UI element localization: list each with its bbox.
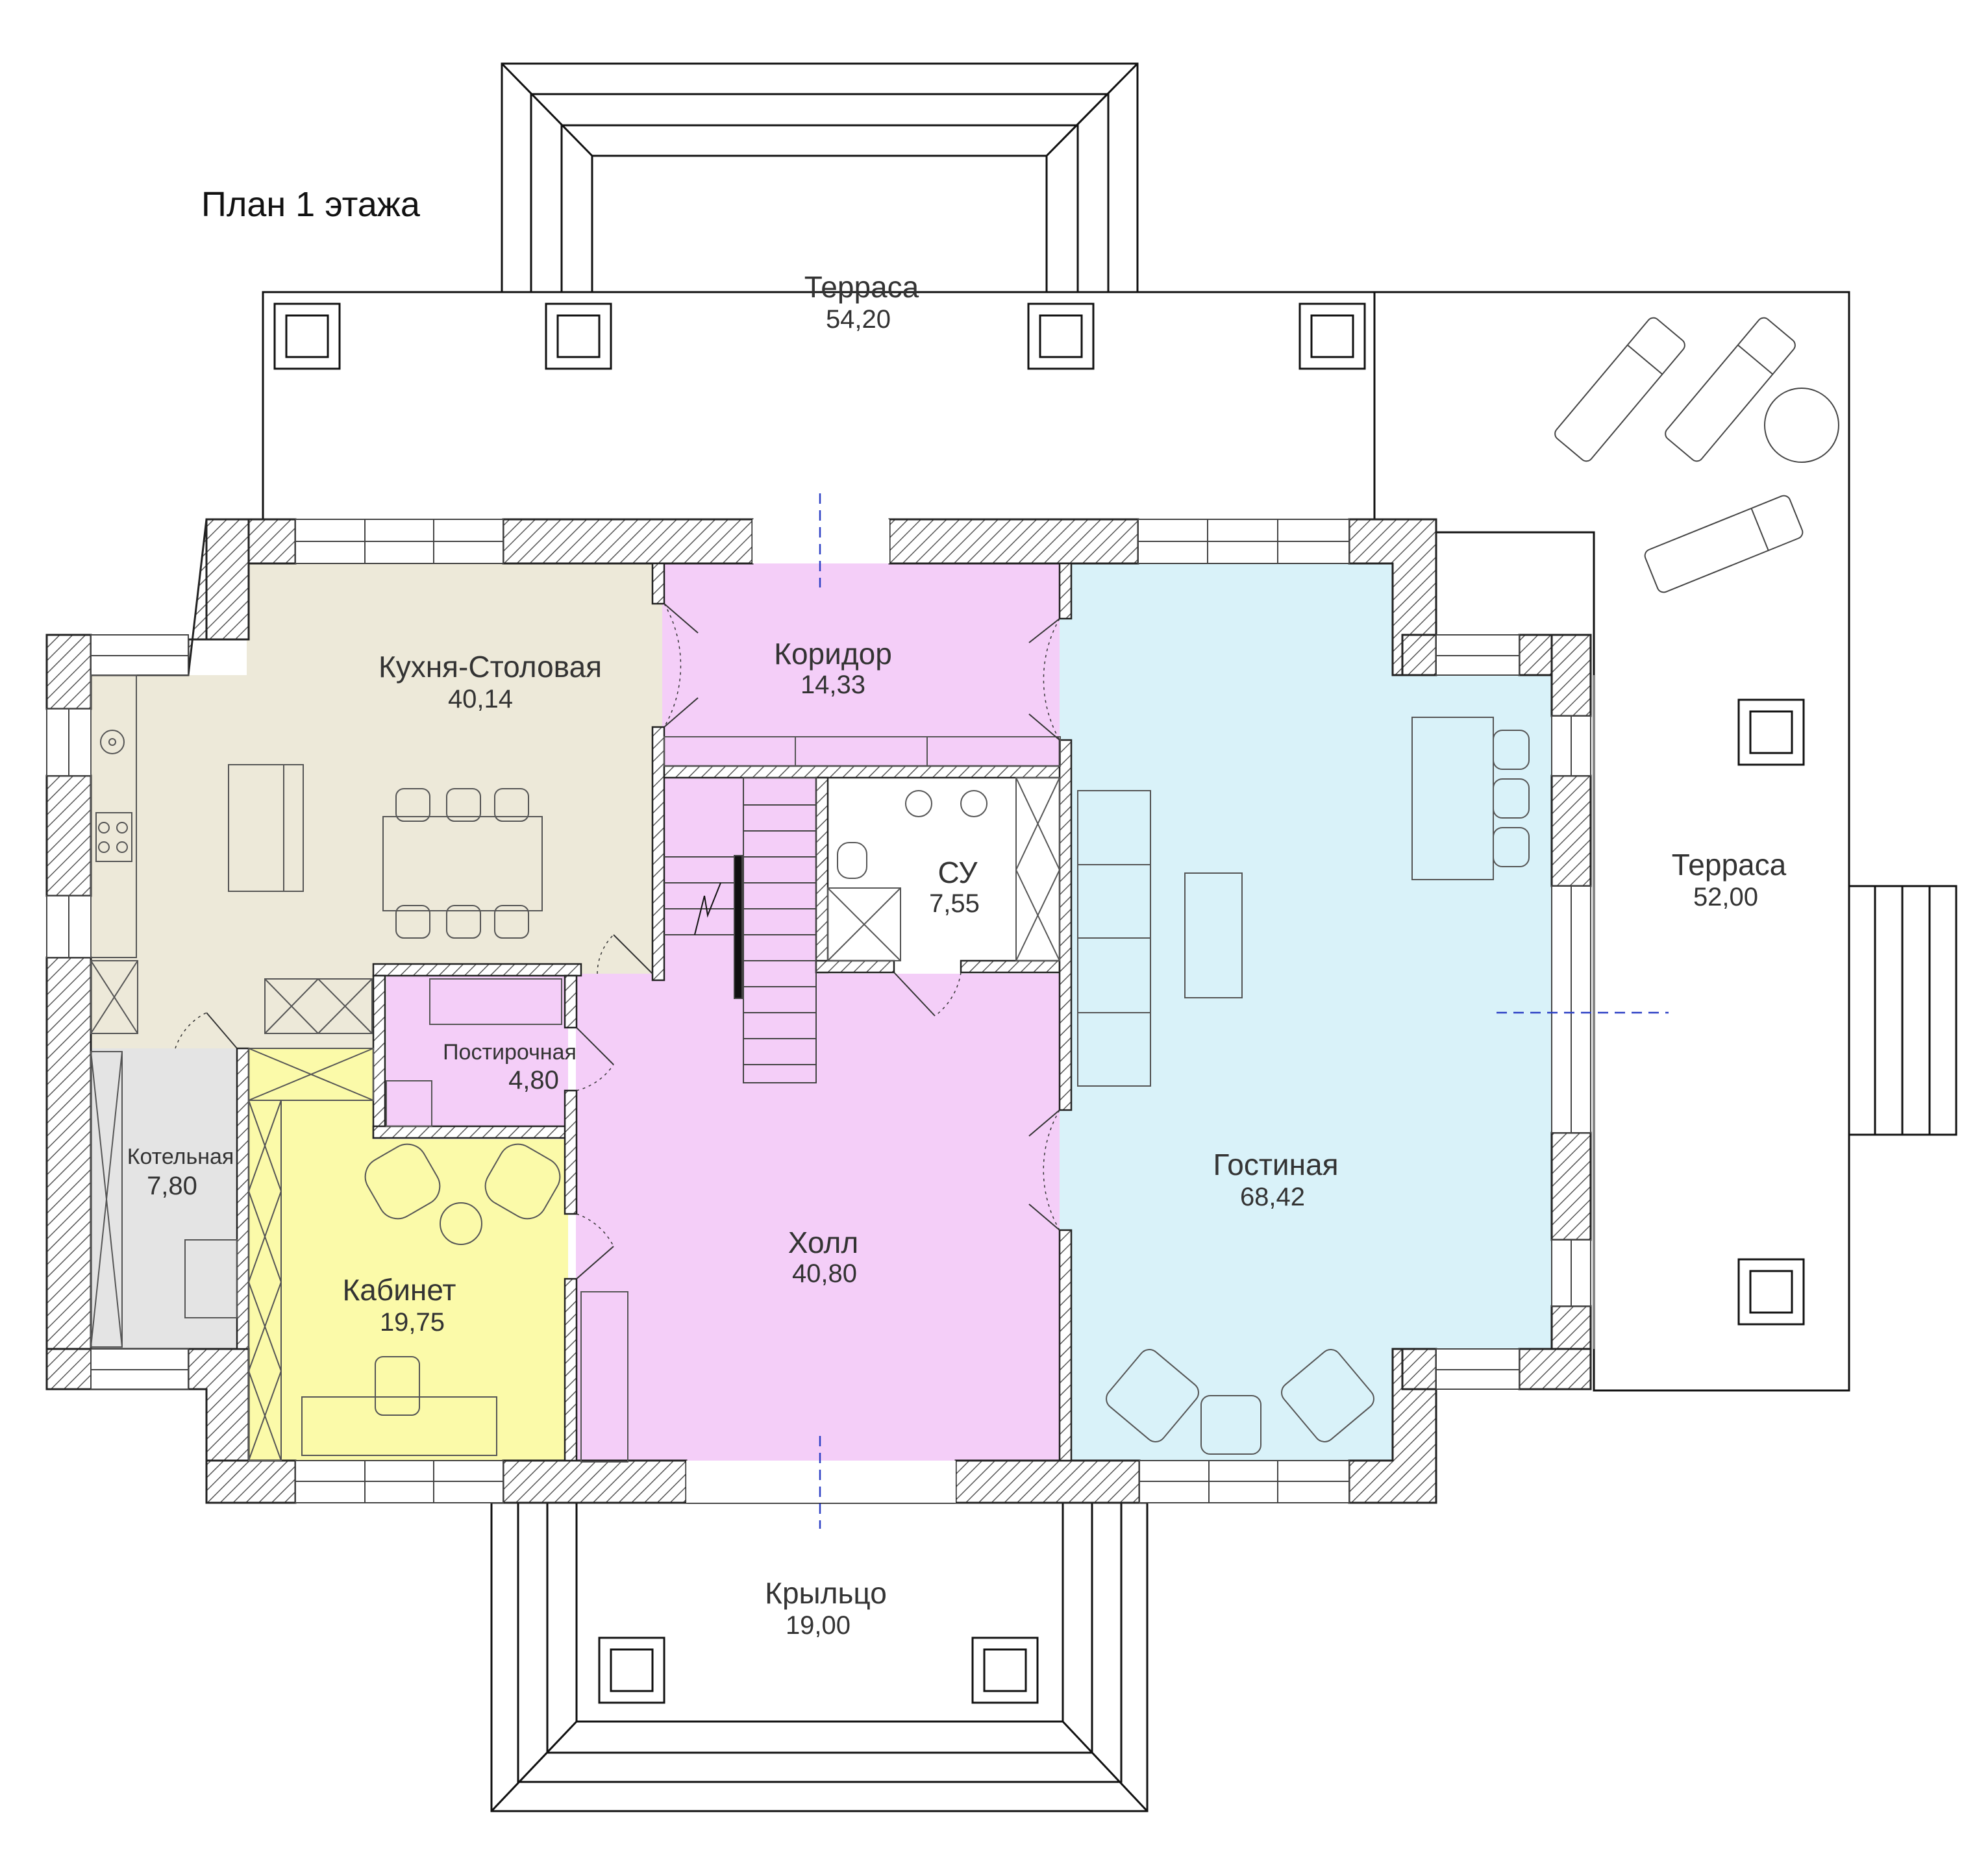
terrace-top <box>262 291 1376 535</box>
porch-name: Крыльцо <box>765 1576 887 1610</box>
corridor-fill <box>662 563 1060 772</box>
office-fill <box>249 1048 568 1461</box>
windows <box>46 519 1591 1503</box>
living-area: 68,42 <box>1240 1183 1305 1211</box>
office-name: Кабинет <box>343 1273 456 1307</box>
living-name: Гостиная <box>1213 1148 1338 1181</box>
plan-title: План 1 этажа <box>201 185 421 224</box>
doors <box>175 603 1595 1349</box>
hall-name: Холл <box>788 1226 858 1259</box>
terrace-top-name: Терраса <box>804 270 919 304</box>
porch-steps <box>490 1503 1149 1812</box>
interior-walls <box>236 562 1073 1462</box>
terrace-top-steps <box>501 62 1139 292</box>
hall-area: 40,80 <box>792 1259 857 1288</box>
hall-fill <box>576 772 1060 1461</box>
corridor-area: 14,33 <box>801 671 865 699</box>
wc-area: 7,55 <box>929 889 980 918</box>
kitchen-fill <box>91 563 662 1048</box>
room-fills <box>91 563 1552 1461</box>
wc-name: СУ <box>938 856 978 889</box>
boiler-fill <box>91 1048 237 1349</box>
kitchen-area: 40,14 <box>448 685 513 713</box>
terrace-top-area: 54,20 <box>826 305 891 334</box>
boiler-name: Котельная <box>127 1144 234 1169</box>
porch-area: 19,00 <box>786 1611 851 1640</box>
terrace-right-area: 52,00 <box>1693 883 1758 911</box>
axis-lines <box>819 493 1669 1529</box>
round-table-terrace <box>1764 388 1839 463</box>
living-fill <box>1060 563 1552 1461</box>
kitchen-furniture <box>90 674 1061 1034</box>
bathroom-fixtures <box>827 777 1060 961</box>
porch <box>490 1501 1149 1812</box>
laundry-area: 4,80 <box>508 1066 559 1094</box>
sun-loungers <box>1554 317 1839 593</box>
office-area: 19,75 <box>380 1308 445 1337</box>
columns <box>273 303 1805 1704</box>
kitchen-name: Кухня-Столовая <box>379 650 602 684</box>
misc-furniture <box>90 978 628 1463</box>
staircase <box>664 777 817 1083</box>
laundry-name: Постирочная <box>443 1040 577 1065</box>
living-furniture <box>1077 717 1530 1455</box>
terrace-right-name: Терраса <box>1672 848 1787 882</box>
corridor-name: Коридор <box>774 637 892 671</box>
room-labels: Терраса 54,20 Терраса 52,00 Кухня-Столов… <box>127 270 1787 1640</box>
boiler-area: 7,80 <box>147 1172 197 1200</box>
